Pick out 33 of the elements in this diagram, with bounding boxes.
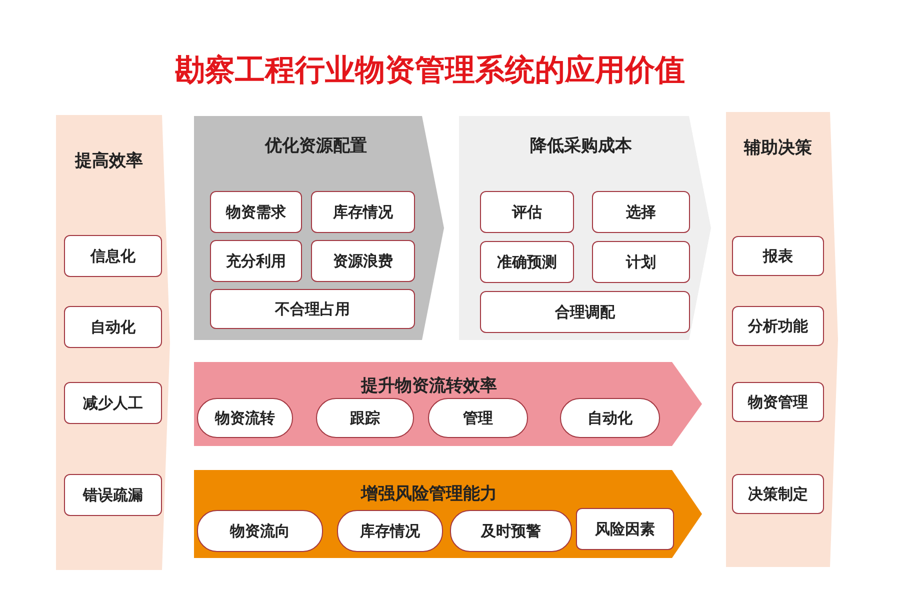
pill-label: 库存情况 [337,510,443,552]
label-box: 决策制定 [732,474,824,514]
label-box: 不合理占用 [210,289,415,329]
pill-label: 自动化 [560,398,660,438]
label-box: 充分利用 [210,240,302,282]
panel-heading: 增强风险管理能力 [360,483,498,505]
panel-heading: 提高效率 [74,150,144,172]
label-box: 信息化 [64,235,162,277]
label-box: 风险因素 [576,508,674,550]
label-box: 自动化 [64,306,162,348]
label-box: 计划 [592,241,690,283]
label-box: 合理调配 [480,291,690,333]
panel-heading: 优化资源配置 [264,135,368,157]
label-box: 准确预测 [480,241,574,283]
label-box: 库存情况 [311,191,415,233]
panel-heading: 辅助决策 [742,137,813,159]
pill-label: 物资流向 [197,510,323,552]
label-box: 减少人工 [64,382,162,424]
label-box: 选择 [592,191,690,233]
pill-label: 管理 [428,398,528,438]
pill-label: 物资流转 [197,398,293,438]
label-box: 评估 [480,191,574,233]
label-box: 错误疏漏 [64,474,162,516]
label-box: 物资需求 [210,191,302,233]
panel-heading: 降低采购成本 [529,135,633,157]
title: 勘察工程行业物资管理系统的应用价值 [174,52,686,90]
label-box: 报表 [732,236,824,276]
panel-heading: 提升物资流转效率 [360,375,498,397]
label-box: 物资管理 [732,382,824,422]
pill-label: 跟踪 [316,398,414,438]
pill-label: 及时预警 [450,510,572,552]
label-box: 分析功能 [732,306,824,346]
label-box: 资源浪费 [311,240,415,282]
